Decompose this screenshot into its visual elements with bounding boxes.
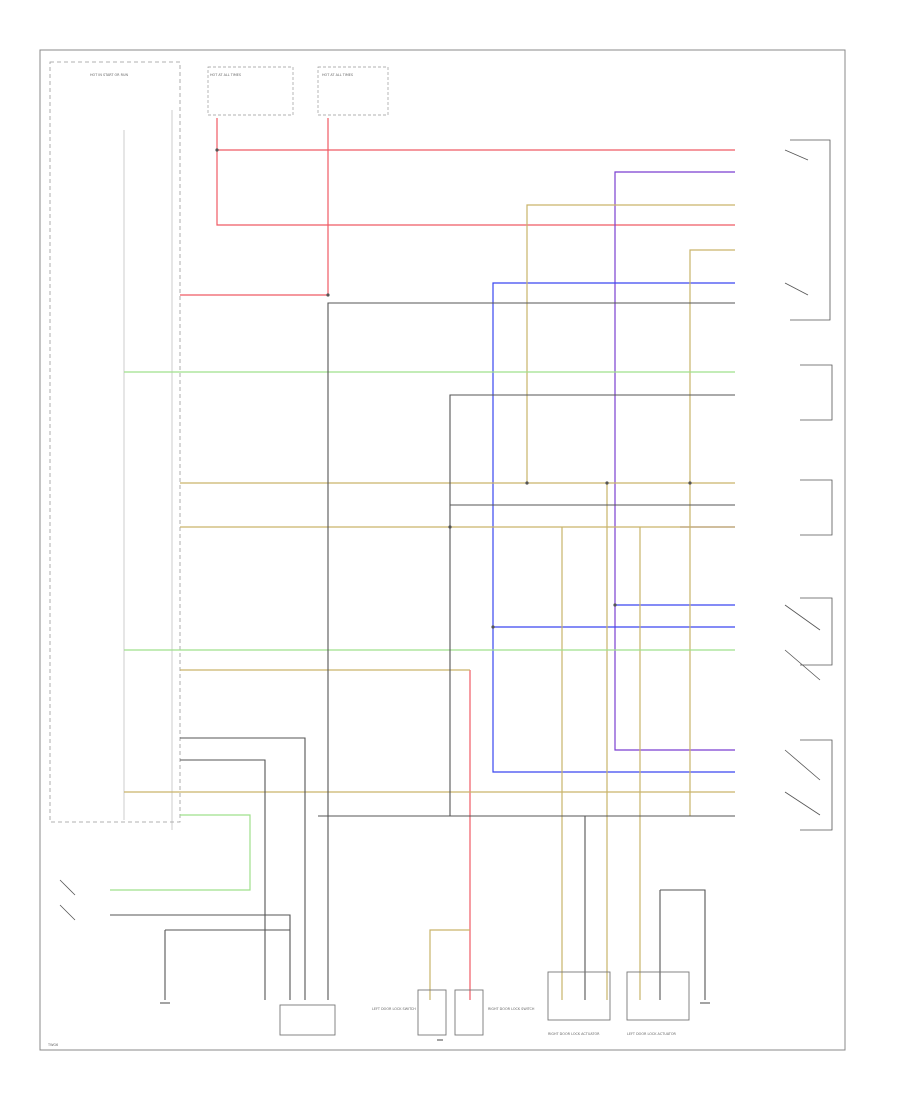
tan-wires: [124, 204, 735, 1000]
actuator-boxes: [279, 971, 690, 1036]
footer-code: TWG6: [47, 1043, 58, 1047]
label-right-actuator: RIGHT DOOR LOCK ACTUATOR: [548, 1032, 600, 1036]
label-right-switch: RIGHT DOOR LOCK SWITCH: [488, 1007, 535, 1011]
label-hot-1: HOT AT ALL TIMES: [210, 73, 241, 77]
right-switches: [784, 139, 833, 831]
label-hot-start: HOT IN START OR RUN: [90, 73, 128, 77]
label-left-actuator: LEFT DOOR LOCK ACTUATOR: [627, 1032, 677, 1036]
diagram-frame: [39, 49, 846, 1051]
fuse-box-2: [317, 66, 389, 116]
gray-wires: [110, 302, 735, 1000]
label-hot-2: HOT AT ALL TIMES: [322, 73, 353, 77]
label-left-switch: LEFT DOOR LOCK SWITCH: [372, 1007, 416, 1011]
control-module-box: [49, 61, 181, 823]
violet-wires: [614, 171, 735, 751]
red-power-wires: [180, 118, 735, 1000]
left-switch: [59, 879, 76, 921]
ground-symbols: [160, 1002, 710, 1041]
fuse-box-1: [207, 66, 294, 116]
green-wires: [110, 371, 735, 891]
